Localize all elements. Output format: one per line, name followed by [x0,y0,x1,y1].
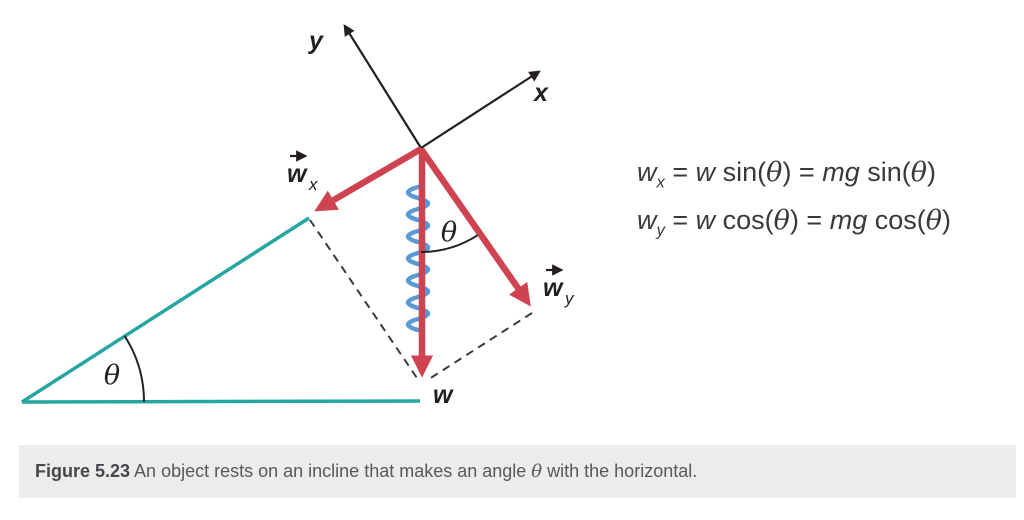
eq2-equals: = [664,205,696,236]
equation-wx: wx = w sin(θ) = mg sin(θ) [637,153,951,201]
eq2-theta1: θ [773,205,790,237]
eq2-close1: ) = [789,205,830,236]
eq1-term2: mg [822,157,860,187]
eq1-sub: x [656,172,665,192]
caption-text-before: An object rests on an incline that makes… [130,461,532,481]
eq1-var: w [637,157,657,187]
figure-caption-bar: Figure 5.23 An object rests on an inclin… [19,445,1016,498]
x-axis-line [420,70,541,149]
wx-label-subscript: x [308,175,318,194]
caption-theta: θ [531,461,543,482]
weight-y-vector [418,147,531,307]
vector-angle-theta-label: θ [441,217,457,248]
wy-label: w [543,274,564,302]
weight-x-vector [314,146,423,212]
eq2-fn1: cos( [715,205,774,236]
w-label: w [433,381,454,409]
equation-wy: wy = w cos(θ) = mg cos(θ) [637,201,951,249]
incline-ground-line [21,399,421,404]
incline-diagram: θ x y θ w x w y w [21,24,575,409]
eq1-theta2: θ [910,157,927,188]
eq2-var: w [637,205,657,236]
eq2-theta2: θ [925,205,942,237]
eq2-term2: mg [829,205,868,236]
dashed-projection-left [309,219,420,382]
incline-surface-line [21,216,310,404]
y-axis-line [343,24,422,149]
eq1-fn2: sin( [859,157,911,187]
dashed-projection-right [425,312,533,382]
incline-angle-arc [123,335,146,403]
eq2-sub: y [656,220,665,240]
incline-angle-theta-label: θ [104,360,120,391]
vector-angle-arc [420,234,479,253]
eq1-close2: ) [927,157,936,187]
wx-label: w [287,160,308,188]
equations-block: wx = w sin(θ) = mg sin(θ) wy = w cos(θ) … [637,153,951,250]
wy-label-subscript: y [564,289,575,308]
eq1-theta1: θ [766,157,783,188]
eq2-fn2: cos( [867,205,926,236]
eq1-fn1: sin( [715,157,767,187]
caption-text-after: with the horizontal. [542,461,698,481]
figure-caption: Figure 5.23 An object rests on an inclin… [19,461,697,482]
figure-number: Figure 5.23 [35,461,131,481]
eq2-close2: ) [942,205,951,236]
eq1-term1: w [695,157,716,187]
eq1-equals: = [664,157,696,187]
eq2-term1: w [695,205,716,236]
eq1-close1: ) = [782,157,823,187]
spring-squiggle [405,184,431,333]
x-axis-label: x [532,79,549,107]
y-axis-label: y [307,27,324,55]
